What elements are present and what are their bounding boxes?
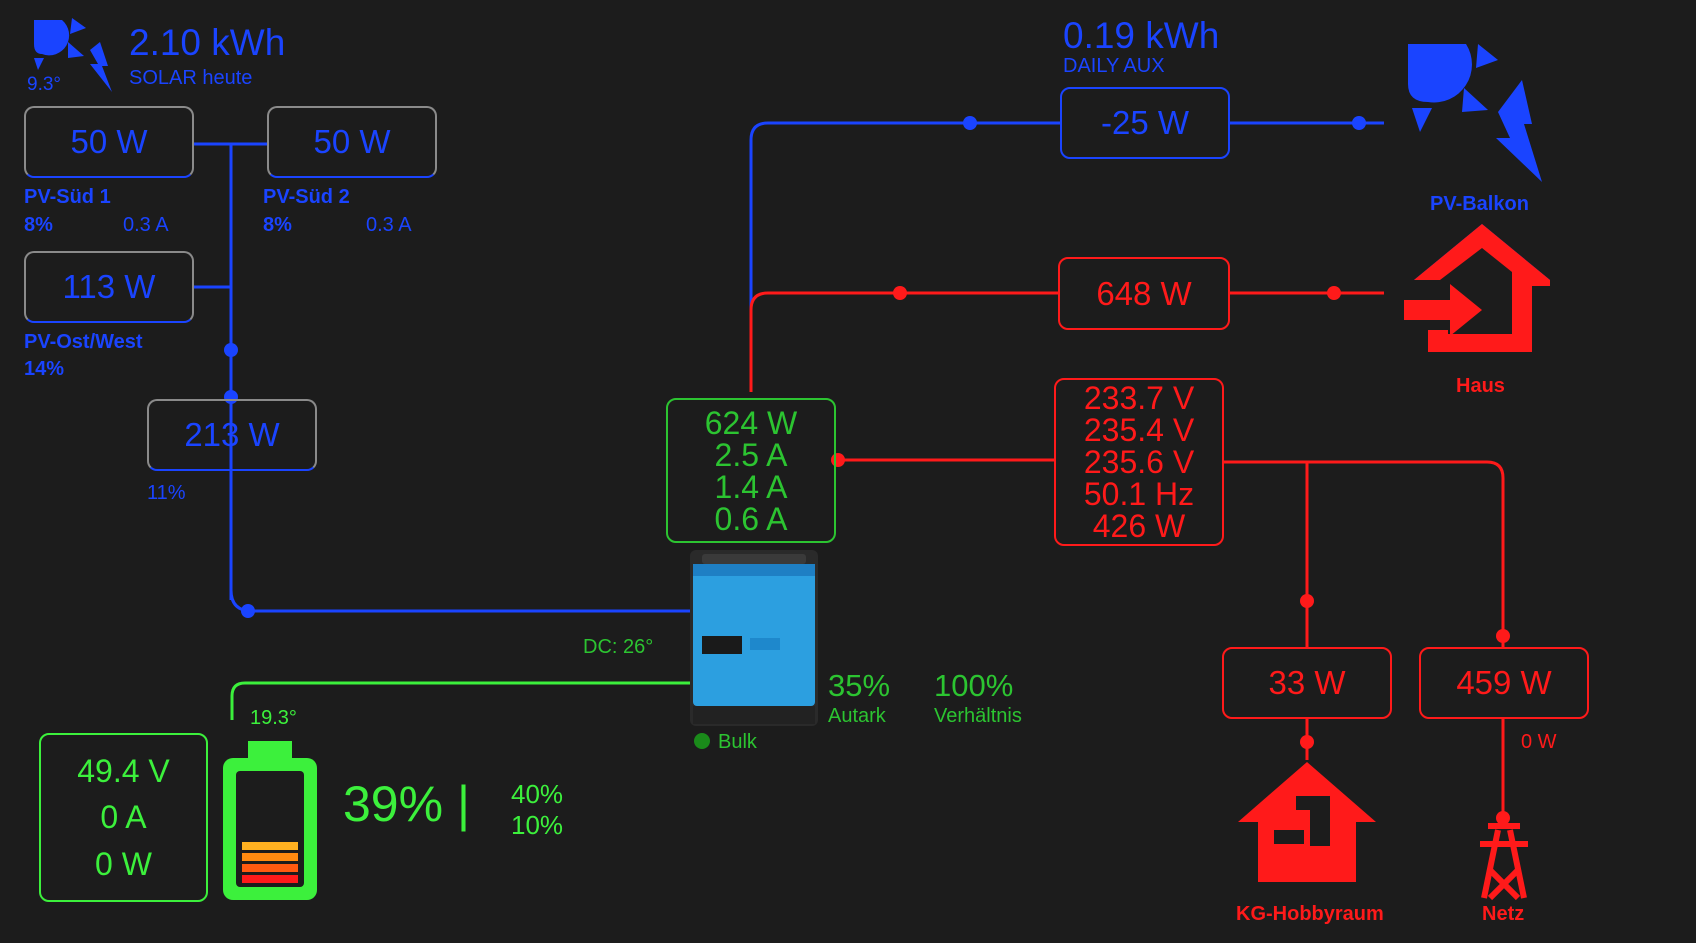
battery-voltage: 49.4 V — [77, 752, 170, 789]
grid-meter-frequency: 50.1 Hz — [1083, 476, 1195, 512]
battery-level-bar — [242, 853, 298, 861]
battery-level-bar — [242, 842, 298, 850]
pv-sued1-name: PV-Süd 1 — [24, 186, 111, 208]
solar-total-energy: 2.10 kWh — [129, 22, 286, 63]
inverter-dc-temp: DC: 26° — [583, 636, 654, 658]
solar-angle: 9.3° — [27, 74, 62, 95]
autark-label: Autark — [828, 705, 886, 727]
grid-meter-box[interactable]: 233.7 V 235.4 V 235.6 V 50.1 Hz 426 W — [1054, 378, 1224, 546]
netz-power: 459 W — [1456, 664, 1552, 701]
battery-line — [230, 681, 694, 720]
inverter-l2-current: 1.4 A — [714, 468, 788, 505]
pv-sued2-current: 0.3 A — [366, 214, 412, 236]
aux-power: -25 W — [1100, 104, 1189, 141]
state-indicator-icon — [694, 733, 710, 749]
solar-combined-percent: 11% — [147, 482, 186, 504]
grid-meter-l2-voltage: 235.4 V — [1083, 412, 1195, 448]
ratio-label: Verhältnis — [934, 705, 1022, 727]
pv-sued1-current: 0.3 A — [123, 214, 169, 236]
pv-sued1-power: 50 W — [70, 123, 148, 160]
battery-upper-limit: 40% — [511, 779, 564, 809]
house-arrow-icon — [1404, 224, 1550, 352]
pv-sued2-power: 50 W — [313, 123, 391, 160]
inverter-l3-current: 0.6 A — [714, 500, 788, 537]
inverter-l1-current: 2.5 A — [714, 436, 788, 473]
aux-power-box[interactable]: -25 W — [1060, 87, 1230, 159]
grid-meter-l1-voltage: 233.7 V — [1083, 380, 1195, 416]
power-pylon-icon — [1480, 823, 1528, 901]
pv-ostwest-percent: 14% — [24, 358, 65, 380]
grid-meter-l3-voltage: 235.6 V — [1083, 444, 1195, 480]
battery-temp: 19.3° — [250, 707, 297, 729]
autark-value: 35% — [828, 668, 891, 703]
aux-name: PV-Balkon — [1430, 193, 1529, 215]
pv-sued2-percent: 8% — [263, 214, 292, 236]
solar-balcony-icon — [1408, 44, 1542, 182]
house-power-box[interactable]: 648 W — [1058, 257, 1230, 330]
battery-lower-limit: 10% — [511, 810, 564, 840]
pv-sued2-power-box[interactable]: 50 W — [267, 106, 437, 178]
battery-power: 0 W — [95, 845, 152, 882]
ratio-value: 100% — [934, 668, 1014, 703]
battery-icon — [223, 741, 317, 900]
pv-sued1-percent: 8% — [24, 214, 53, 236]
aux-total-energy: 0.19 kWh — [1063, 15, 1220, 56]
grid-meter-power: 426 W — [1092, 508, 1186, 544]
hobby-name: KG-Hobbyraum — [1236, 903, 1384, 925]
inverter-ac-box[interactable]: 624 W 2.5 A 1.4 A 0.6 A — [666, 398, 836, 543]
solar-to-inverter-line — [229, 490, 694, 613]
house-power: 648 W — [1096, 274, 1192, 312]
solar-sun-bolt-icon — [34, 18, 112, 92]
hobby-power: 33 W — [1268, 664, 1346, 701]
house-name: Haus — [1456, 375, 1505, 397]
netz-sub-power: 0 W — [1521, 731, 1557, 753]
pv-sued1-power-box[interactable]: 50 W — [24, 106, 194, 178]
pv-sued2-name: PV-Süd 2 — [263, 186, 350, 208]
battery-level-bar — [242, 875, 298, 883]
solar-combined-power: 213 W — [184, 416, 280, 453]
pv-ostwest-power: 113 W — [62, 268, 156, 305]
house-basement-icon — [1238, 762, 1376, 882]
aux-total-label: DAILY AUX — [1063, 55, 1165, 77]
meter-line — [838, 458, 1505, 812]
pv-ostwest-power-box[interactable]: 113 W — [24, 251, 194, 323]
inverter-device-icon[interactable] — [690, 550, 818, 726]
netz-power-box[interactable]: 459 W — [1419, 647, 1589, 719]
inverter-power: 624 W — [704, 404, 798, 441]
pv-ostwest-name: PV-Ost/West — [24, 331, 143, 353]
battery-values-box[interactable]: 49.4 V 0 A 0 W — [39, 733, 208, 902]
solar-total-label: SOLAR heute — [129, 67, 253, 89]
house-line — [749, 291, 1384, 392]
battery-current: 0 A — [100, 799, 147, 836]
hobby-power-box[interactable]: 33 W — [1222, 647, 1392, 719]
battery-soc: 39% | — [343, 776, 470, 832]
netz-name: Netz — [1482, 903, 1525, 925]
battery-level-bar — [242, 864, 298, 872]
solar-combined-power-box[interactable]: 213 W — [147, 399, 317, 471]
inverter-state: Bulk — [718, 731, 757, 753]
